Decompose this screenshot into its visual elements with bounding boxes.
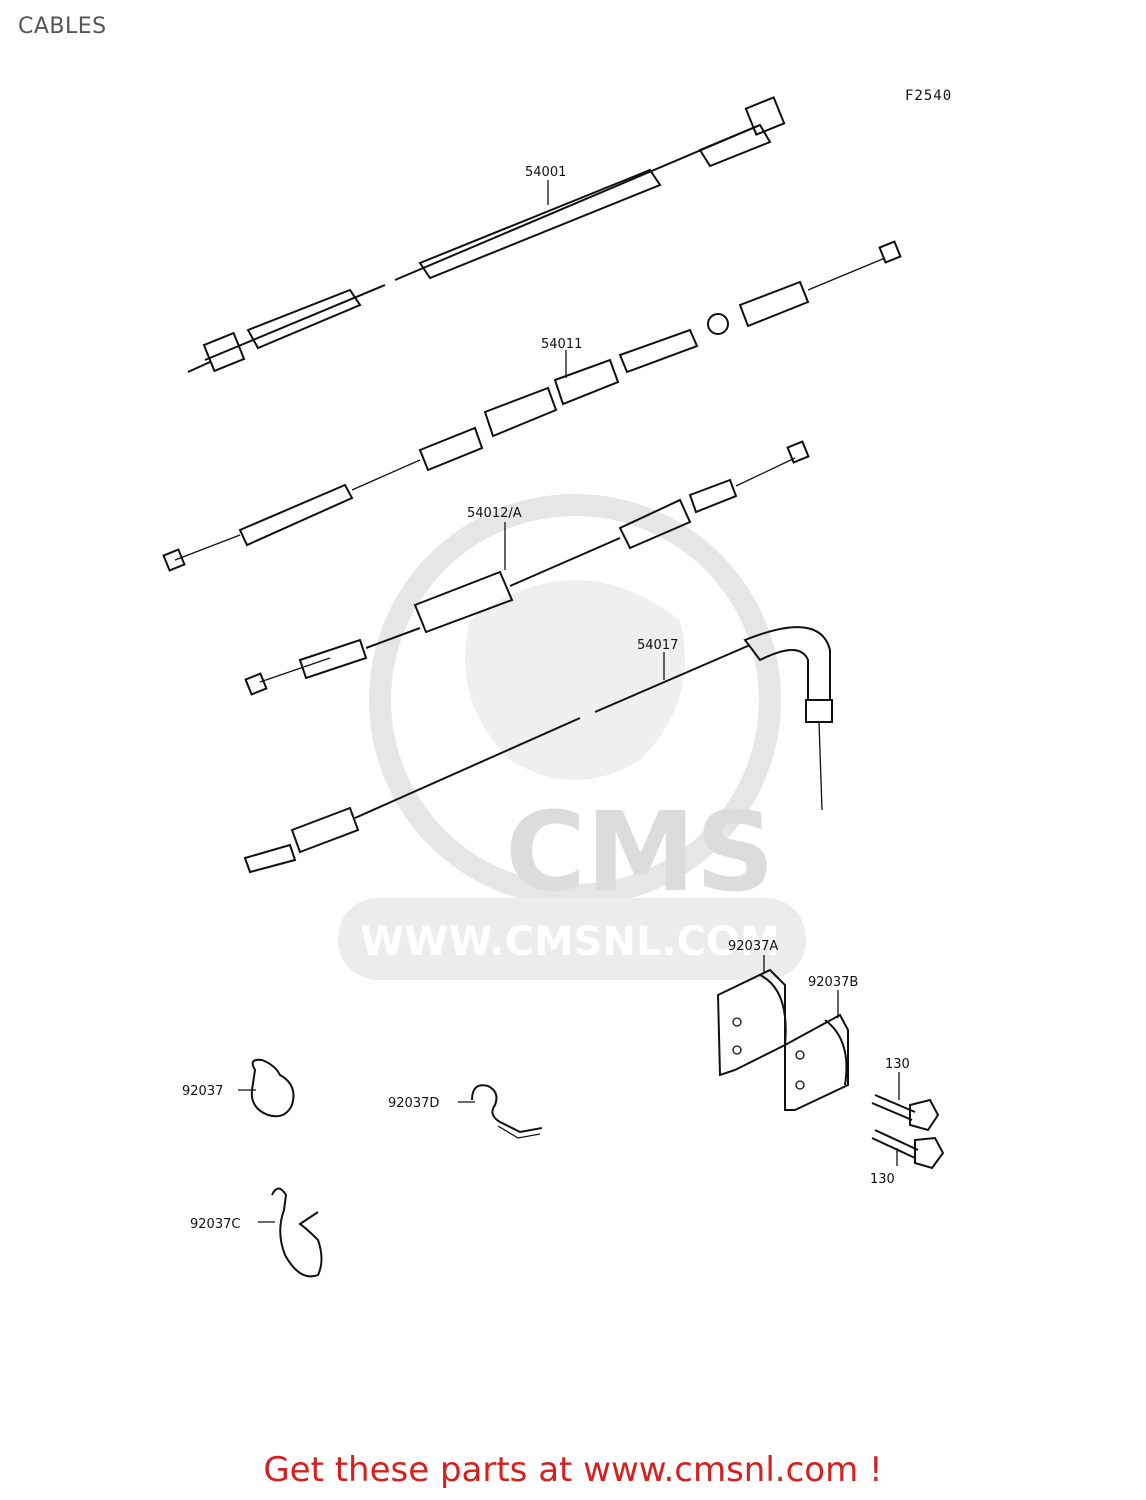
label-130-bottom: 130 (870, 1172, 895, 1187)
bracket-92037B (784, 990, 849, 1111)
label-92037D: 92037D (388, 1096, 439, 1111)
label-54011: 54011 (541, 337, 582, 352)
label-54001: 54001 (525, 165, 566, 180)
cable-54011 (162, 240, 902, 572)
bolt-130-top (871, 1072, 940, 1132)
clamp-92037C (258, 1187, 323, 1278)
parts-diagram: CMS WWW.CMSNL.COM F2540 54001 54011 (162, 88, 952, 1278)
cable-54012A (244, 440, 810, 696)
watermark-brand: CMS (505, 788, 774, 916)
label-92037A: 92037A (728, 939, 778, 954)
cable-54001 (187, 96, 786, 373)
watermark-url: WWW.CMSNL.COM (360, 919, 780, 965)
label-92037C: 92037C (190, 1217, 240, 1232)
reference-code: F2540 (905, 88, 952, 104)
clip-92037D (458, 1084, 543, 1139)
clamp-92037 (238, 1058, 295, 1118)
bolt-130-bottom (871, 1129, 945, 1170)
label-130-top: 130 (885, 1057, 910, 1072)
footer-link[interactable]: Get these parts at www.cmsnl.com ! (263, 1450, 883, 1490)
label-54017: 54017 (637, 638, 678, 653)
label-54012A: 54012/A (467, 506, 522, 521)
watermark: CMS WWW.CMSNL.COM (338, 494, 806, 980)
page-title: CABLES (18, 14, 107, 39)
label-92037B: 92037B (808, 975, 858, 990)
cable-54017 (243, 626, 833, 874)
label-92037: 92037 (182, 1084, 223, 1099)
